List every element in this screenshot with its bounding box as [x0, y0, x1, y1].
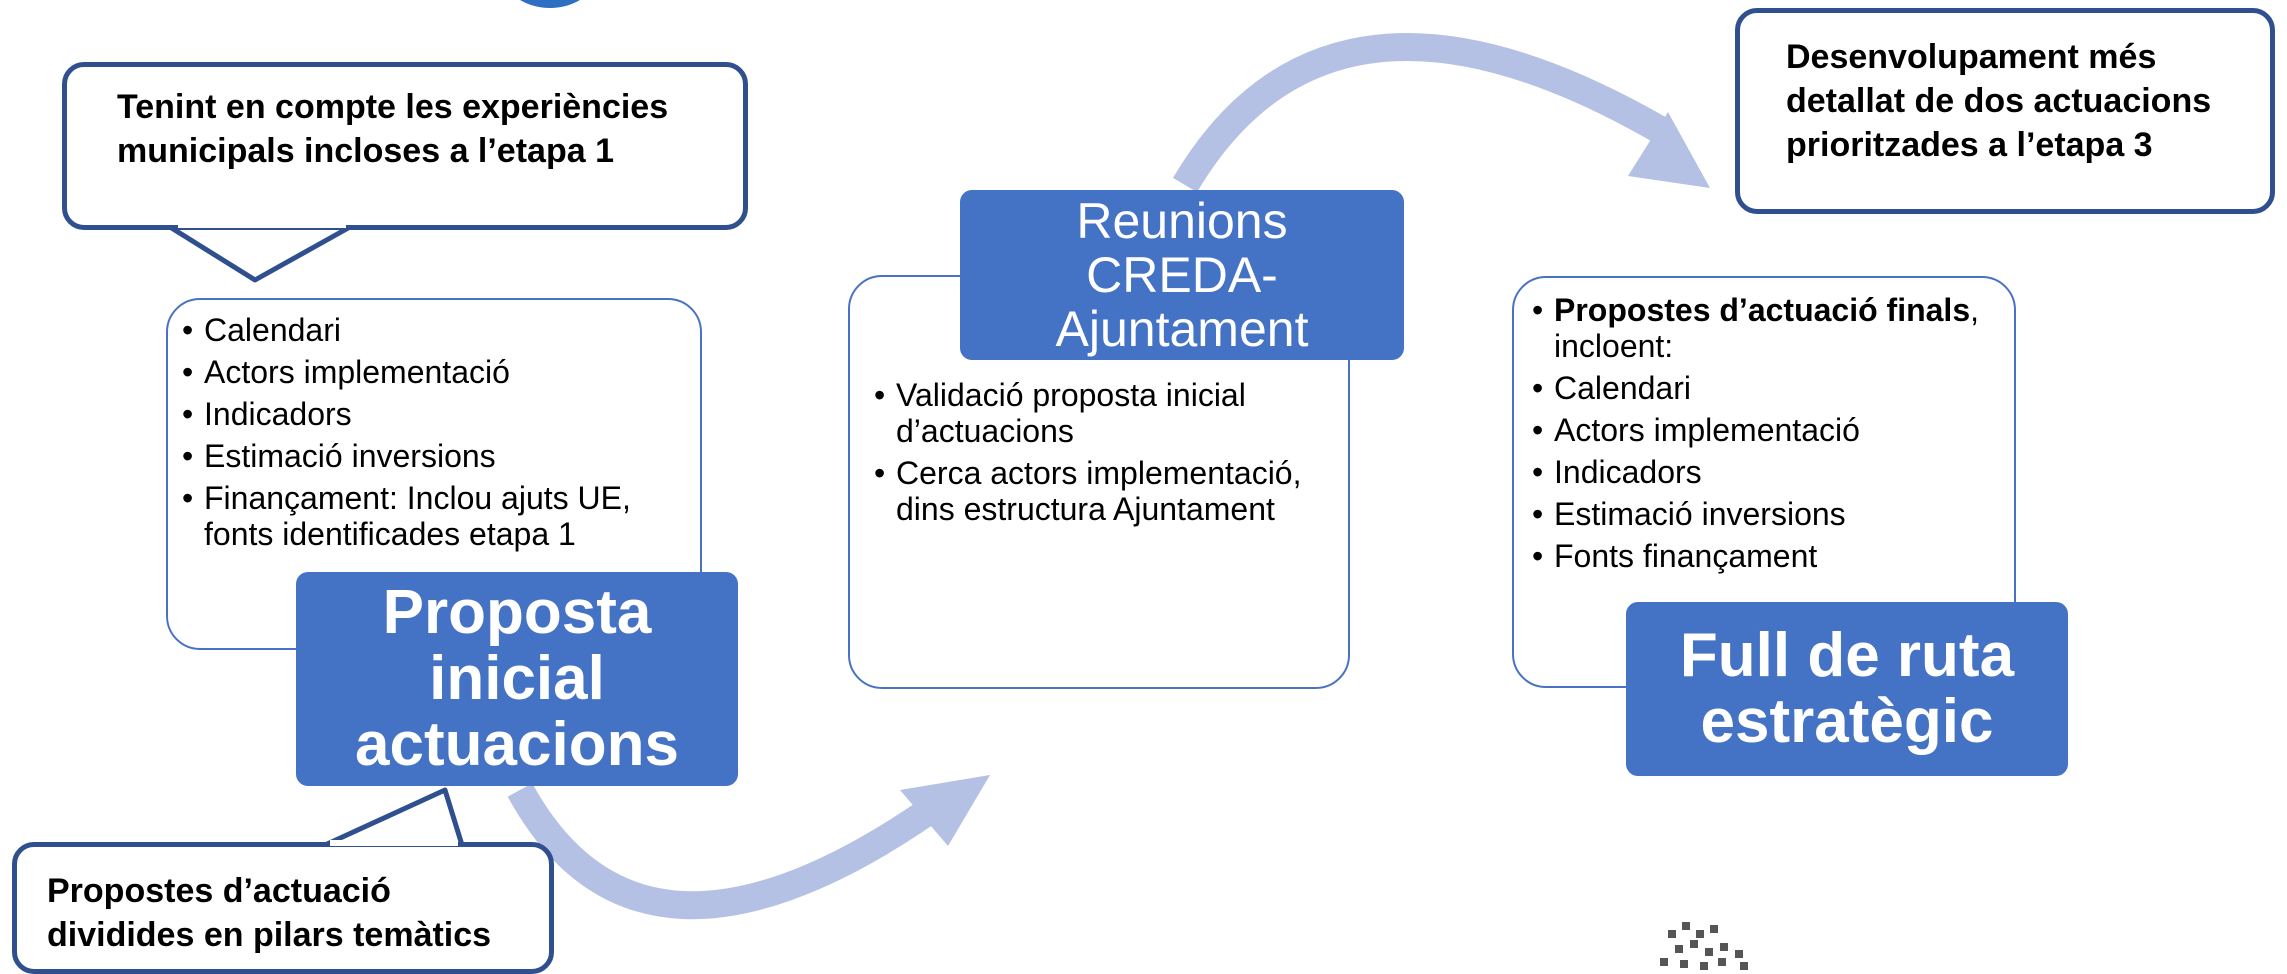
step1-item: Indicadors: [178, 396, 690, 432]
step3-lead-item: Propostes d’actuació finals, incloent:: [1528, 292, 2004, 364]
curved-arrow-bottom-head: [900, 775, 990, 846]
step1-list: Calendari Actors implementació Indicador…: [178, 312, 690, 552]
step3-lead-bold: Propostes d’actuació finals: [1554, 292, 1971, 328]
callout-seam-top-left: [178, 222, 346, 228]
step2-item: Validació proposta inicial d’actuacions: [870, 377, 1338, 449]
callout-pointer-bottom-left: [322, 787, 465, 848]
step1-item: Calendari: [178, 312, 690, 348]
step3-title: Full de ruta estratègic: [1679, 621, 2015, 756]
step2-title-box: Reunions CREDA-Ajuntament: [960, 190, 1404, 360]
callout-bottom-left-text: Propostes d’actuació dividides en pilars…: [47, 872, 492, 954]
step3-item: Indicadors: [1528, 454, 2004, 490]
step3-item: Estimació inversions: [1528, 496, 2004, 532]
step1-title: Proposta inicial actuacions: [355, 578, 679, 779]
step2-item: Cerca actors implementació, dins estruct…: [870, 455, 1338, 527]
step1-title-box: Proposta inicial actuacions: [296, 572, 738, 786]
step1-item: Actors implementació: [178, 354, 690, 390]
callout-top-left-text: Tenint en compte les experiències munici…: [117, 88, 669, 170]
step3-item: Fonts finançament: [1528, 538, 2004, 574]
curved-arrow-bottom: [507, 783, 938, 920]
curved-arrow-top-head: [1628, 112, 1710, 188]
callout-top-right: Desenvolupament més detallat de dos actu…: [1735, 8, 2275, 214]
callout-top-right-text: Desenvolupament més detallat de dos actu…: [1786, 38, 2212, 164]
step3-item: Calendari: [1528, 370, 2004, 406]
step1-item: Finançament: Inclou ajuts UE, fonts iden…: [178, 480, 690, 552]
callout-bottom-left: Propostes d’actuació dividides en pilars…: [12, 842, 554, 974]
step3-list: Propostes d’actuació finals, incloent: C…: [1528, 292, 2004, 574]
step2-list: Validació proposta inicial d’actuacions …: [870, 377, 1338, 527]
step3-lead-rest: , incloent:: [1554, 292, 1979, 364]
callout-pointer-top-left: [167, 224, 353, 283]
top-circle-fragment: [520, 0, 580, 9]
callout-top-left: Tenint en compte les experiències munici…: [62, 62, 748, 230]
step3-title-box: Full de ruta estratègic: [1626, 602, 2068, 776]
step2-title: Reunions CREDA-Ajuntament: [1055, 193, 1309, 357]
step3-item: Actors implementació: [1528, 412, 2004, 448]
callout-seam-bottom-left: [330, 840, 458, 846]
curved-arrow-top: [1172, 33, 1667, 193]
step1-item: Estimació inversions: [178, 438, 690, 474]
partner-logo: [1660, 922, 1748, 970]
